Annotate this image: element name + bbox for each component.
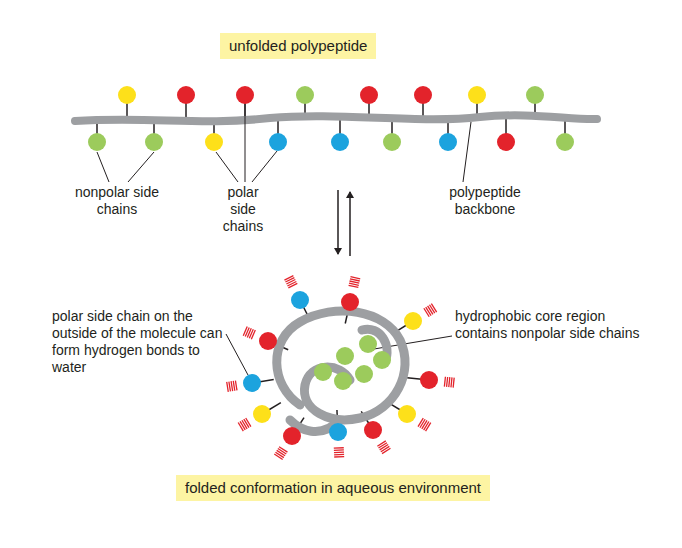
side-chain-ball	[420, 371, 438, 389]
side-chain-ball	[296, 86, 314, 104]
hydrogen-bond-mark	[431, 304, 436, 312]
core-side-chain	[373, 351, 391, 369]
side-chain-ball	[118, 86, 136, 104]
side-chain-ball	[88, 133, 106, 151]
hydrogen-bond-mark	[349, 283, 359, 285]
side-chain-stick	[97, 95, 565, 436]
hydrogen-bond-mark	[350, 277, 360, 279]
side-chain-ball	[253, 405, 271, 423]
hydrogen-bond	[227, 276, 454, 460]
hydrogen-bond-mark	[284, 276, 293, 280]
hydrogen-bond-mark	[231, 381, 233, 391]
side-chain-ball	[291, 291, 309, 309]
hydrogen-bond-mark	[334, 449, 344, 451]
side-chain-ball	[331, 133, 349, 151]
hydrogen-bond-mark	[334, 454, 344, 456]
core-side-chain	[314, 363, 332, 381]
hydrogen-bond-mark	[240, 421, 245, 430]
side-chain-ball	[329, 423, 347, 441]
hydrogen-bond-mark	[453, 378, 454, 388]
side-chain-ball	[341, 293, 359, 311]
side-chain-ball	[269, 133, 287, 151]
hydrogen-bond-mark	[349, 285, 359, 287]
folded-backbone	[277, 311, 405, 432]
side-chain-ball	[497, 133, 515, 151]
core-side-chain	[336, 347, 354, 365]
hydrogen-bond-mark	[246, 418, 251, 427]
hydrogen-bond-mark	[350, 281, 360, 283]
side-chain-ball	[145, 133, 163, 151]
hydrogen-bond-mark	[235, 381, 237, 391]
hydrogen-bond-mark	[382, 448, 390, 453]
side-chain-ball	[236, 86, 254, 104]
side-chain-ball	[383, 133, 401, 151]
hydrogen-bond-mark	[451, 377, 452, 387]
side-chain-ball	[243, 374, 261, 392]
title-text: unfolded polypeptide	[229, 37, 367, 54]
title-text: folded conformation in aqueous environme…	[185, 479, 481, 496]
polypeptide-backbone	[75, 115, 597, 121]
side-chain-ball	[468, 86, 486, 104]
hydrogen-bond-mark	[334, 456, 344, 458]
hydrogen-bond-mark	[444, 377, 445, 387]
side-chain-ball	[398, 405, 416, 423]
side-chain-ball	[414, 86, 432, 104]
side-chain-ball	[360, 86, 378, 104]
hydrogen-bond-mark	[243, 327, 247, 336]
core-side-chain	[355, 365, 373, 383]
hydrogen-bond-mark	[274, 454, 282, 459]
hydrogen-bond-mark	[233, 381, 235, 391]
hydrogen-bond-mark	[244, 419, 249, 428]
hydrogen-bond-mark	[426, 423, 431, 432]
hydrogen-bond-mark	[242, 420, 247, 429]
side-chain-ball	[404, 312, 422, 330]
title-box: unfolded polypeptide	[220, 33, 376, 59]
hydrogen-bond-mark	[350, 279, 360, 281]
callout-label: polar side chains	[213, 184, 273, 235]
side-chain-ball	[177, 86, 195, 104]
hydrogen-bond-mark	[238, 423, 243, 432]
hydrogen-bond-mark	[334, 447, 344, 449]
core-side-chain	[334, 372, 352, 390]
hydrogen-bond-mark	[229, 382, 231, 392]
callout-label: polypeptide backbone	[432, 184, 538, 218]
side-chain	[88, 86, 574, 445]
callout-label: hydrophobic core region contains nonpola…	[455, 308, 645, 342]
hydrogen-bond-mark	[227, 382, 229, 392]
side-chain-ball	[205, 133, 223, 151]
callout-label: polar side chain on the outside of the m…	[52, 308, 232, 376]
side-chain-ball	[526, 86, 544, 104]
side-chain-ball	[364, 421, 382, 439]
hydrogen-bond-mark	[334, 451, 344, 453]
hydrogen-bond-mark	[449, 377, 450, 387]
side-chain-ball	[556, 133, 574, 151]
core-side-chain	[359, 335, 377, 353]
equilibrium-arrows	[338, 190, 350, 256]
hydrogen-bond-mark	[447, 377, 448, 387]
side-chain-ball	[439, 133, 457, 151]
callout-label: nonpolar side chains	[72, 184, 162, 218]
side-chain-ball	[259, 332, 277, 350]
title-box: folded conformation in aqueous environme…	[176, 475, 490, 501]
side-chain-ball	[283, 427, 301, 445]
